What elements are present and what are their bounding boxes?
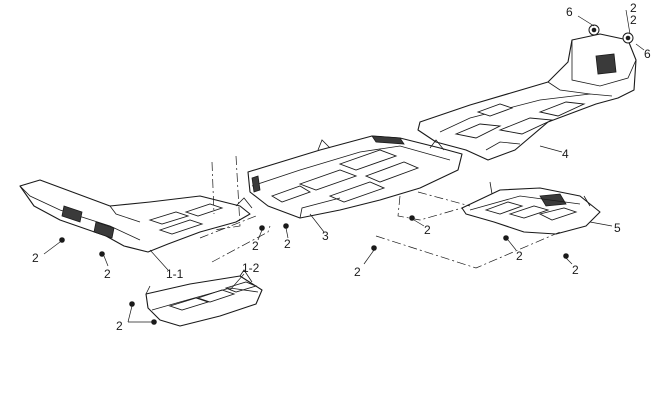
bolt-sub-2 (151, 319, 157, 325)
alignment-lines (199, 155, 561, 269)
callout-1-1: 1-1 (166, 267, 184, 281)
bolt-part5-a (503, 235, 509, 241)
callout-2-part5-b: 2 (572, 263, 579, 277)
callout-2-mid-1: 2 (252, 239, 259, 253)
callout-2-front-1: 2 (32, 251, 39, 265)
callout-2-mid-3: 2 (424, 223, 431, 237)
bolt-part5-b (563, 253, 569, 259)
callout-labels: 6 2 2 6 4 3 5 1-1 1-2 2 2 2 2 2 2 2 2 2 (32, 1, 651, 333)
callout-2-front-2: 2 (104, 267, 111, 281)
callout-2-sub: 2 (116, 319, 123, 333)
callout-3: 3 (322, 229, 329, 243)
callout-4: 4 (562, 147, 569, 161)
callout-2-top-a: 2 (630, 1, 637, 15)
callout-5: 5 (614, 221, 621, 235)
callout-2-low: 2 (354, 265, 361, 279)
part-1-1-front-skid-plate (19, 179, 253, 253)
bolt-mid-2 (283, 223, 289, 229)
callout-2-top-b: 2 (630, 13, 637, 27)
part-4-rear-skid-plate (417, 33, 637, 161)
callout-1-2: 1-2 (242, 261, 260, 275)
bolts-and-washers (59, 24, 634, 325)
callout-6-left: 6 (566, 5, 573, 19)
bolt-top-a (591, 27, 597, 33)
part-1-2-sub-skid-plate (145, 269, 263, 327)
bolt-low (371, 245, 377, 251)
part-5-side-skid-plate (461, 181, 601, 235)
bolt-mid-1 (259, 225, 265, 231)
bolt-sub-1 (129, 301, 135, 307)
bolt-front-2 (99, 251, 105, 257)
bolt-front-1 (59, 237, 65, 243)
callout-2-part5-a: 2 (516, 249, 523, 263)
bolt-mid-3 (409, 215, 415, 221)
callout-2-mid-2: 2 (284, 237, 291, 251)
callout-6-right: 6 (644, 47, 651, 61)
part-3-middle-skid-plate (247, 135, 463, 219)
leader-lines (43, 9, 645, 323)
bolt-top-b (625, 35, 631, 41)
